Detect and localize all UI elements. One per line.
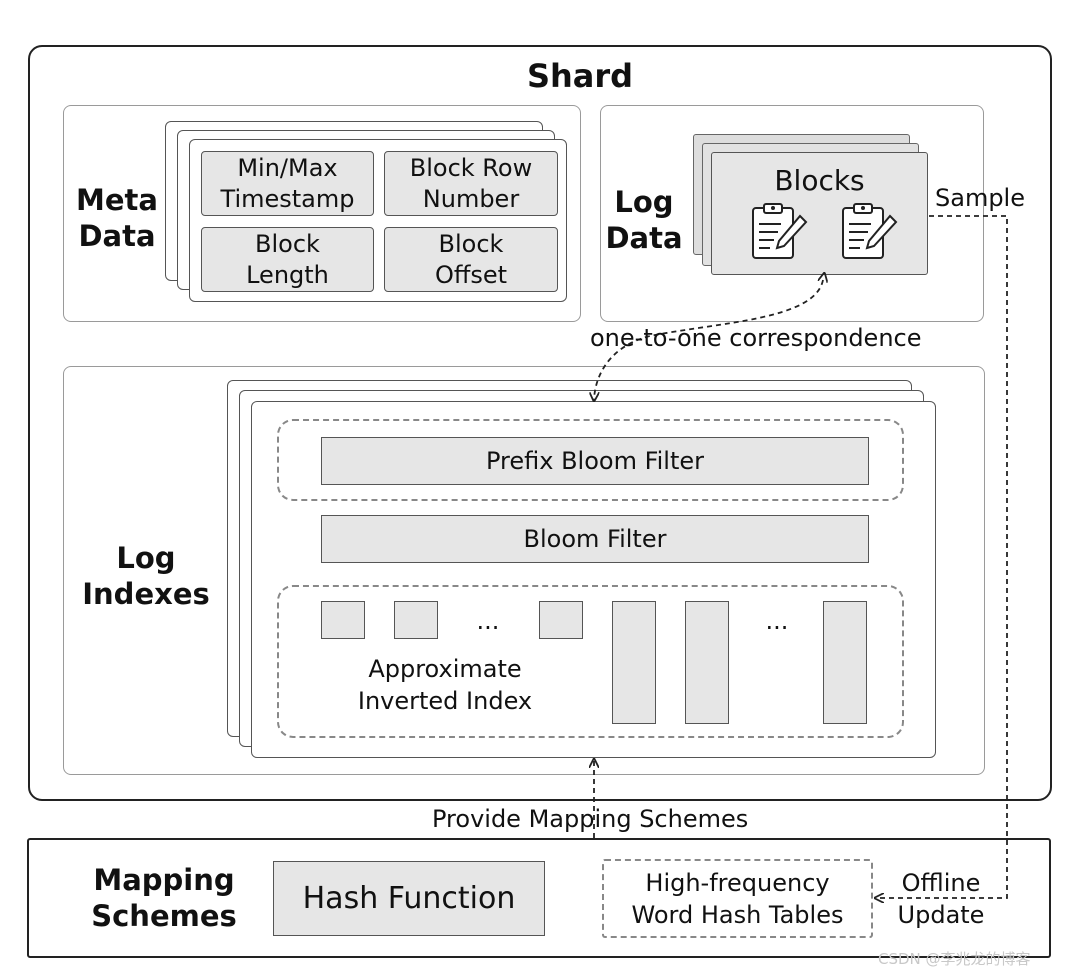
index-bucket-small — [394, 601, 438, 639]
blocks-card-front — [711, 152, 928, 275]
watermark: CSDN @李兆龙的博客 — [878, 950, 1031, 968]
index-bucket-tall — [612, 601, 656, 724]
approximate-inverted-index-group — [277, 585, 904, 738]
prefix-bloom-filter-group — [277, 419, 904, 501]
ellipsis: ... — [765, 607, 789, 635]
shard-title: Shard — [526, 57, 634, 95]
clipboard-pencil-icon — [752, 203, 808, 259]
index-bucket-tall — [823, 601, 867, 724]
clipboard-pencil-icon — [842, 203, 898, 259]
log-data-label: Log Data — [605, 185, 683, 255]
index-bucket-tall — [685, 601, 729, 724]
meta-data-label: Meta Data — [76, 183, 158, 253]
offline-update-label: Offline Update — [897, 869, 985, 929]
block-length-cell: Block Length — [201, 227, 374, 292]
approximate-inverted-index-label: Approximate Inverted Index — [357, 655, 533, 715]
prefix-bloom-filter-bar: Prefix Bloom Filter — [321, 437, 869, 485]
blocks-label: Blocks — [774, 163, 865, 197]
block-row-number-cell: Block Row Number — [384, 151, 558, 216]
high-frequency-hash-tables-box: High-frequency Word Hash Tables — [602, 859, 873, 938]
mapping-schemes-container — [27, 838, 1051, 958]
min-max-timestamp-cell: Min/Max Timestamp — [201, 151, 374, 216]
mapping-schemes-label: Mapping Schemes — [91, 863, 237, 933]
hash-function-box: Hash Function — [273, 861, 545, 936]
index-bucket-small — [321, 601, 365, 639]
sample-arrow — [876, 215, 1008, 898]
ellipsis: ... — [476, 607, 500, 635]
sample-label: Sample — [935, 184, 1025, 212]
one-to-one-correspondence-label: one-to-one correspondence — [590, 324, 922, 352]
index-bucket-small — [539, 601, 583, 639]
block-offset-cell: Block Offset — [384, 227, 558, 292]
provide-mapping-schemes-label: Provide Mapping Schemes — [432, 805, 749, 833]
correspondence-arrow — [594, 280, 823, 400]
bloom-filter-bar: Bloom Filter — [321, 515, 869, 563]
log-indexes-label: Log Indexes — [82, 541, 210, 611]
